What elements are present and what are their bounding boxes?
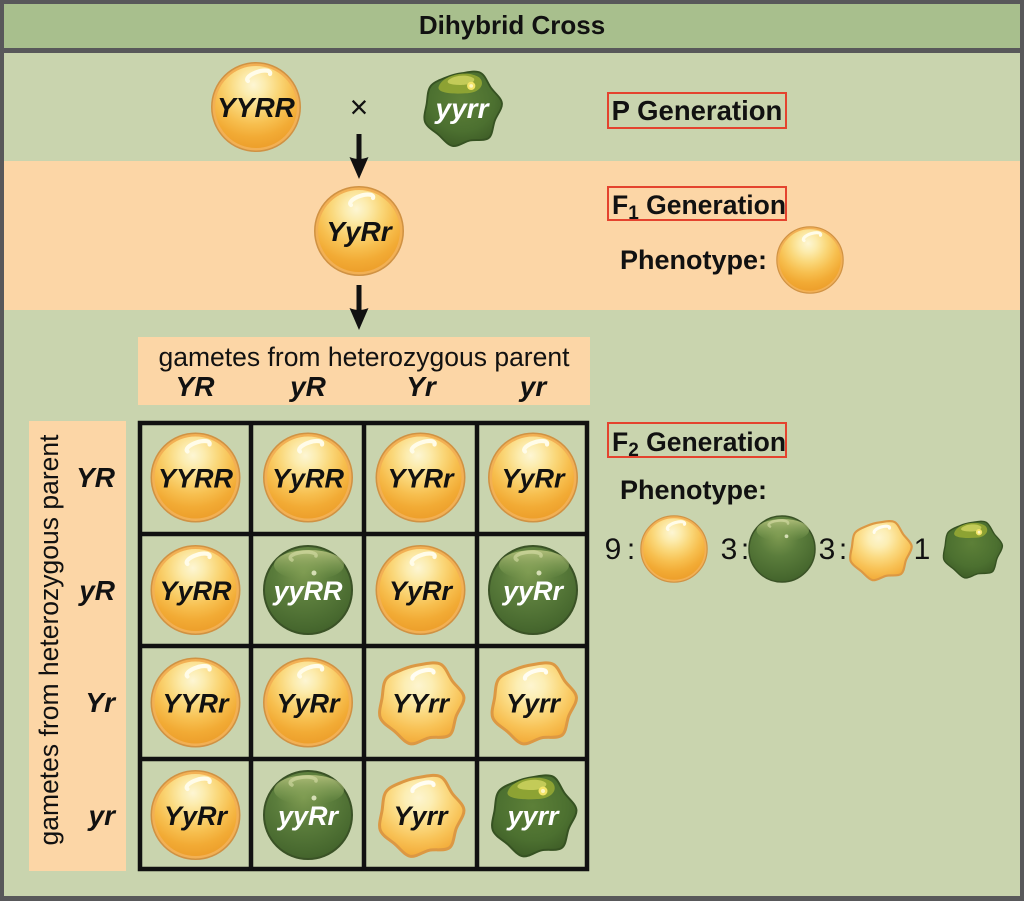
svg-text:YR: YR <box>76 462 116 493</box>
svg-text:yR: yR <box>77 575 116 606</box>
svg-text:9: 9 <box>605 533 622 566</box>
svg-text:gametes from heterozygous pare: gametes from heterozygous parent <box>159 342 571 372</box>
svg-text:F1 Generation: F1 Generation <box>612 190 786 224</box>
svg-text:yyrr: yyrr <box>505 801 560 831</box>
svg-text:YyRr: YyRr <box>276 689 341 719</box>
svg-text:P Generation: P Generation <box>612 95 783 126</box>
svg-text:Yyrr: Yyrr <box>393 801 449 831</box>
svg-text:yr: yr <box>518 371 549 402</box>
svg-text:Phenotype:: Phenotype: <box>620 475 767 505</box>
svg-text:YYRr: YYRr <box>162 689 230 719</box>
svg-text:YyRr: YyRr <box>389 576 454 606</box>
svg-text:yyRR: yyRR <box>271 576 343 606</box>
svg-text:×: × <box>350 89 369 125</box>
svg-text:F2 Generation: F2 Generation <box>612 427 786 461</box>
svg-text:3: 3 <box>819 533 836 566</box>
svg-text:YyRr: YyRr <box>501 464 566 494</box>
svg-text:1: 1 <box>914 533 931 566</box>
svg-text:YYRR: YYRR <box>158 464 234 494</box>
svg-text::: : <box>839 533 847 566</box>
svg-text:Yr: Yr <box>85 687 117 718</box>
svg-text:YyRr: YyRr <box>164 801 229 831</box>
svg-text::: : <box>627 533 635 566</box>
svg-text:Yyrr: Yyrr <box>506 689 562 719</box>
svg-text:YYrr: YYrr <box>392 689 451 719</box>
svg-text:yyrr: yyrr <box>434 93 491 124</box>
svg-text:YYRr: YYRr <box>387 464 455 494</box>
svg-text:YyRr: YyRr <box>326 216 393 247</box>
svg-text::: : <box>741 533 749 566</box>
svg-text:yyRr: yyRr <box>501 576 565 606</box>
svg-text:yR: yR <box>288 371 327 402</box>
svg-text:YR: YR <box>176 371 216 402</box>
svg-text:YyRR: YyRR <box>272 464 345 494</box>
svg-text:YyRR: YyRR <box>159 576 232 606</box>
svg-text:yyRr: yyRr <box>276 801 340 831</box>
svg-text:YYRR: YYRR <box>217 92 296 123</box>
svg-text:yr: yr <box>87 800 118 831</box>
svg-text:Yr: Yr <box>406 371 438 402</box>
svg-text:Dihybrid Cross: Dihybrid Cross <box>419 10 605 40</box>
svg-text:Phenotype:: Phenotype: <box>620 245 767 275</box>
svg-text:gametes from heterozygous pare: gametes from heterozygous parent <box>34 434 64 846</box>
svg-text:3: 3 <box>721 533 738 566</box>
